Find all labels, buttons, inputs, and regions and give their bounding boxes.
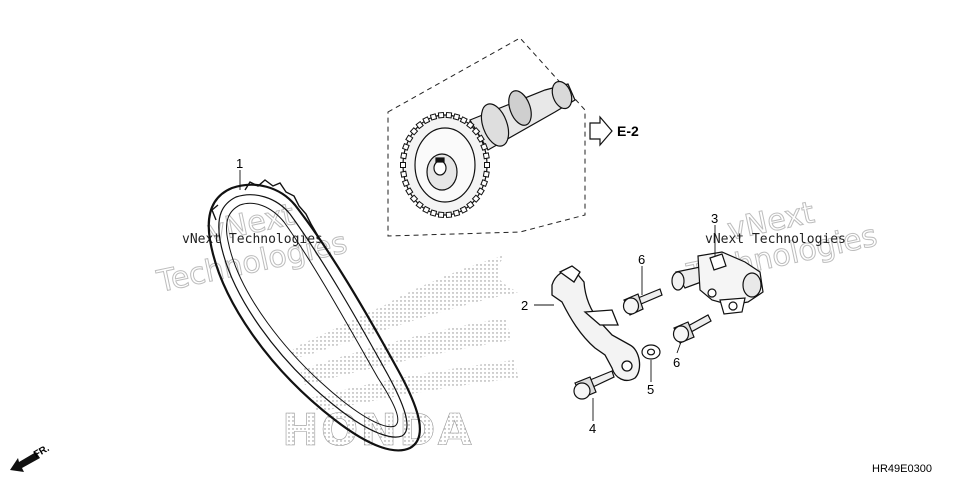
sprocket-tooth bbox=[445, 111, 453, 119]
sprocket-tooth bbox=[476, 187, 485, 196]
callout-6-lower: 6 bbox=[673, 355, 680, 370]
reference-arrow-e2: E-2 bbox=[589, 115, 639, 147]
sprocket-tooth bbox=[401, 179, 410, 187]
sprocket-tooth bbox=[459, 116, 468, 125]
sprocket-tooth bbox=[409, 194, 419, 203]
honda-wordmark: HONDA bbox=[282, 405, 474, 456]
sprocket-tooth bbox=[480, 143, 489, 151]
callout-2: 2 bbox=[521, 298, 528, 313]
cam-sprocket bbox=[400, 111, 490, 219]
sprocket-tooth bbox=[466, 200, 475, 210]
sprocket-tooth bbox=[476, 134, 485, 143]
sprocket-tooth bbox=[405, 187, 414, 196]
callout-4: 4 bbox=[589, 421, 596, 436]
sprocket-tooth bbox=[415, 200, 424, 210]
tensioner-arm bbox=[551, 265, 641, 382]
sprocket-tooth bbox=[482, 152, 490, 160]
bolt-4 bbox=[573, 370, 615, 400]
sprocket-tooth bbox=[400, 152, 408, 160]
washer bbox=[641, 344, 661, 360]
camshaft-dashed-frame bbox=[387, 37, 586, 237]
sprocket-tooth bbox=[405, 134, 414, 143]
sprocket-tooth bbox=[401, 143, 410, 151]
reference-label: E-2 bbox=[617, 123, 639, 139]
direction-label: FR. bbox=[32, 443, 52, 461]
tensioner-lifter bbox=[671, 251, 764, 315]
front-direction-arrow: FR. bbox=[10, 443, 52, 472]
sprocket-tooth bbox=[471, 127, 481, 136]
sprocket-tooth bbox=[484, 162, 490, 168]
sprocket-tooth bbox=[445, 211, 453, 219]
sprocket-tooth bbox=[480, 179, 489, 187]
callout-6-upper: 6 bbox=[638, 252, 645, 267]
sprocket-tooth bbox=[459, 205, 468, 214]
sprocket-tooth bbox=[422, 205, 431, 214]
callout-1: 1 bbox=[236, 156, 243, 171]
sprocket-tooth bbox=[466, 120, 475, 130]
sprocket-tooth bbox=[482, 170, 490, 178]
sprocket-tooth bbox=[471, 194, 481, 203]
callout-3: 3 bbox=[711, 211, 718, 226]
callout-5: 5 bbox=[647, 382, 654, 397]
bolt-6-upper bbox=[622, 288, 663, 316]
diagram-code: HR49E0300 bbox=[872, 463, 932, 475]
camshaft-assembly bbox=[400, 80, 576, 219]
sprocket-tooth bbox=[400, 170, 408, 178]
bolt-6-lower bbox=[672, 314, 712, 344]
svg-text:vNext Technologies: vNext Technologies bbox=[705, 232, 846, 247]
honda-wing-logo bbox=[290, 255, 520, 412]
svg-text:vNext Technologies: vNext Technologies bbox=[182, 232, 323, 247]
sprocket-tooth bbox=[429, 113, 438, 121]
leader-lines bbox=[239, 170, 716, 421]
sprocket-tooth bbox=[452, 209, 461, 217]
sprocket-tooth bbox=[452, 113, 461, 121]
watermark-left: vNext Technologies vNext Technologies bbox=[153, 197, 351, 301]
cam-chain bbox=[207, 179, 421, 452]
sprocket-tooth bbox=[409, 127, 419, 136]
sprocket-tooth bbox=[415, 120, 424, 130]
sprocket-tooth bbox=[429, 209, 438, 217]
sprocket-tooth bbox=[400, 162, 406, 168]
sprocket-tooth bbox=[437, 211, 445, 219]
sprocket-tooth bbox=[437, 111, 445, 119]
sprocket-tooth bbox=[422, 116, 431, 125]
